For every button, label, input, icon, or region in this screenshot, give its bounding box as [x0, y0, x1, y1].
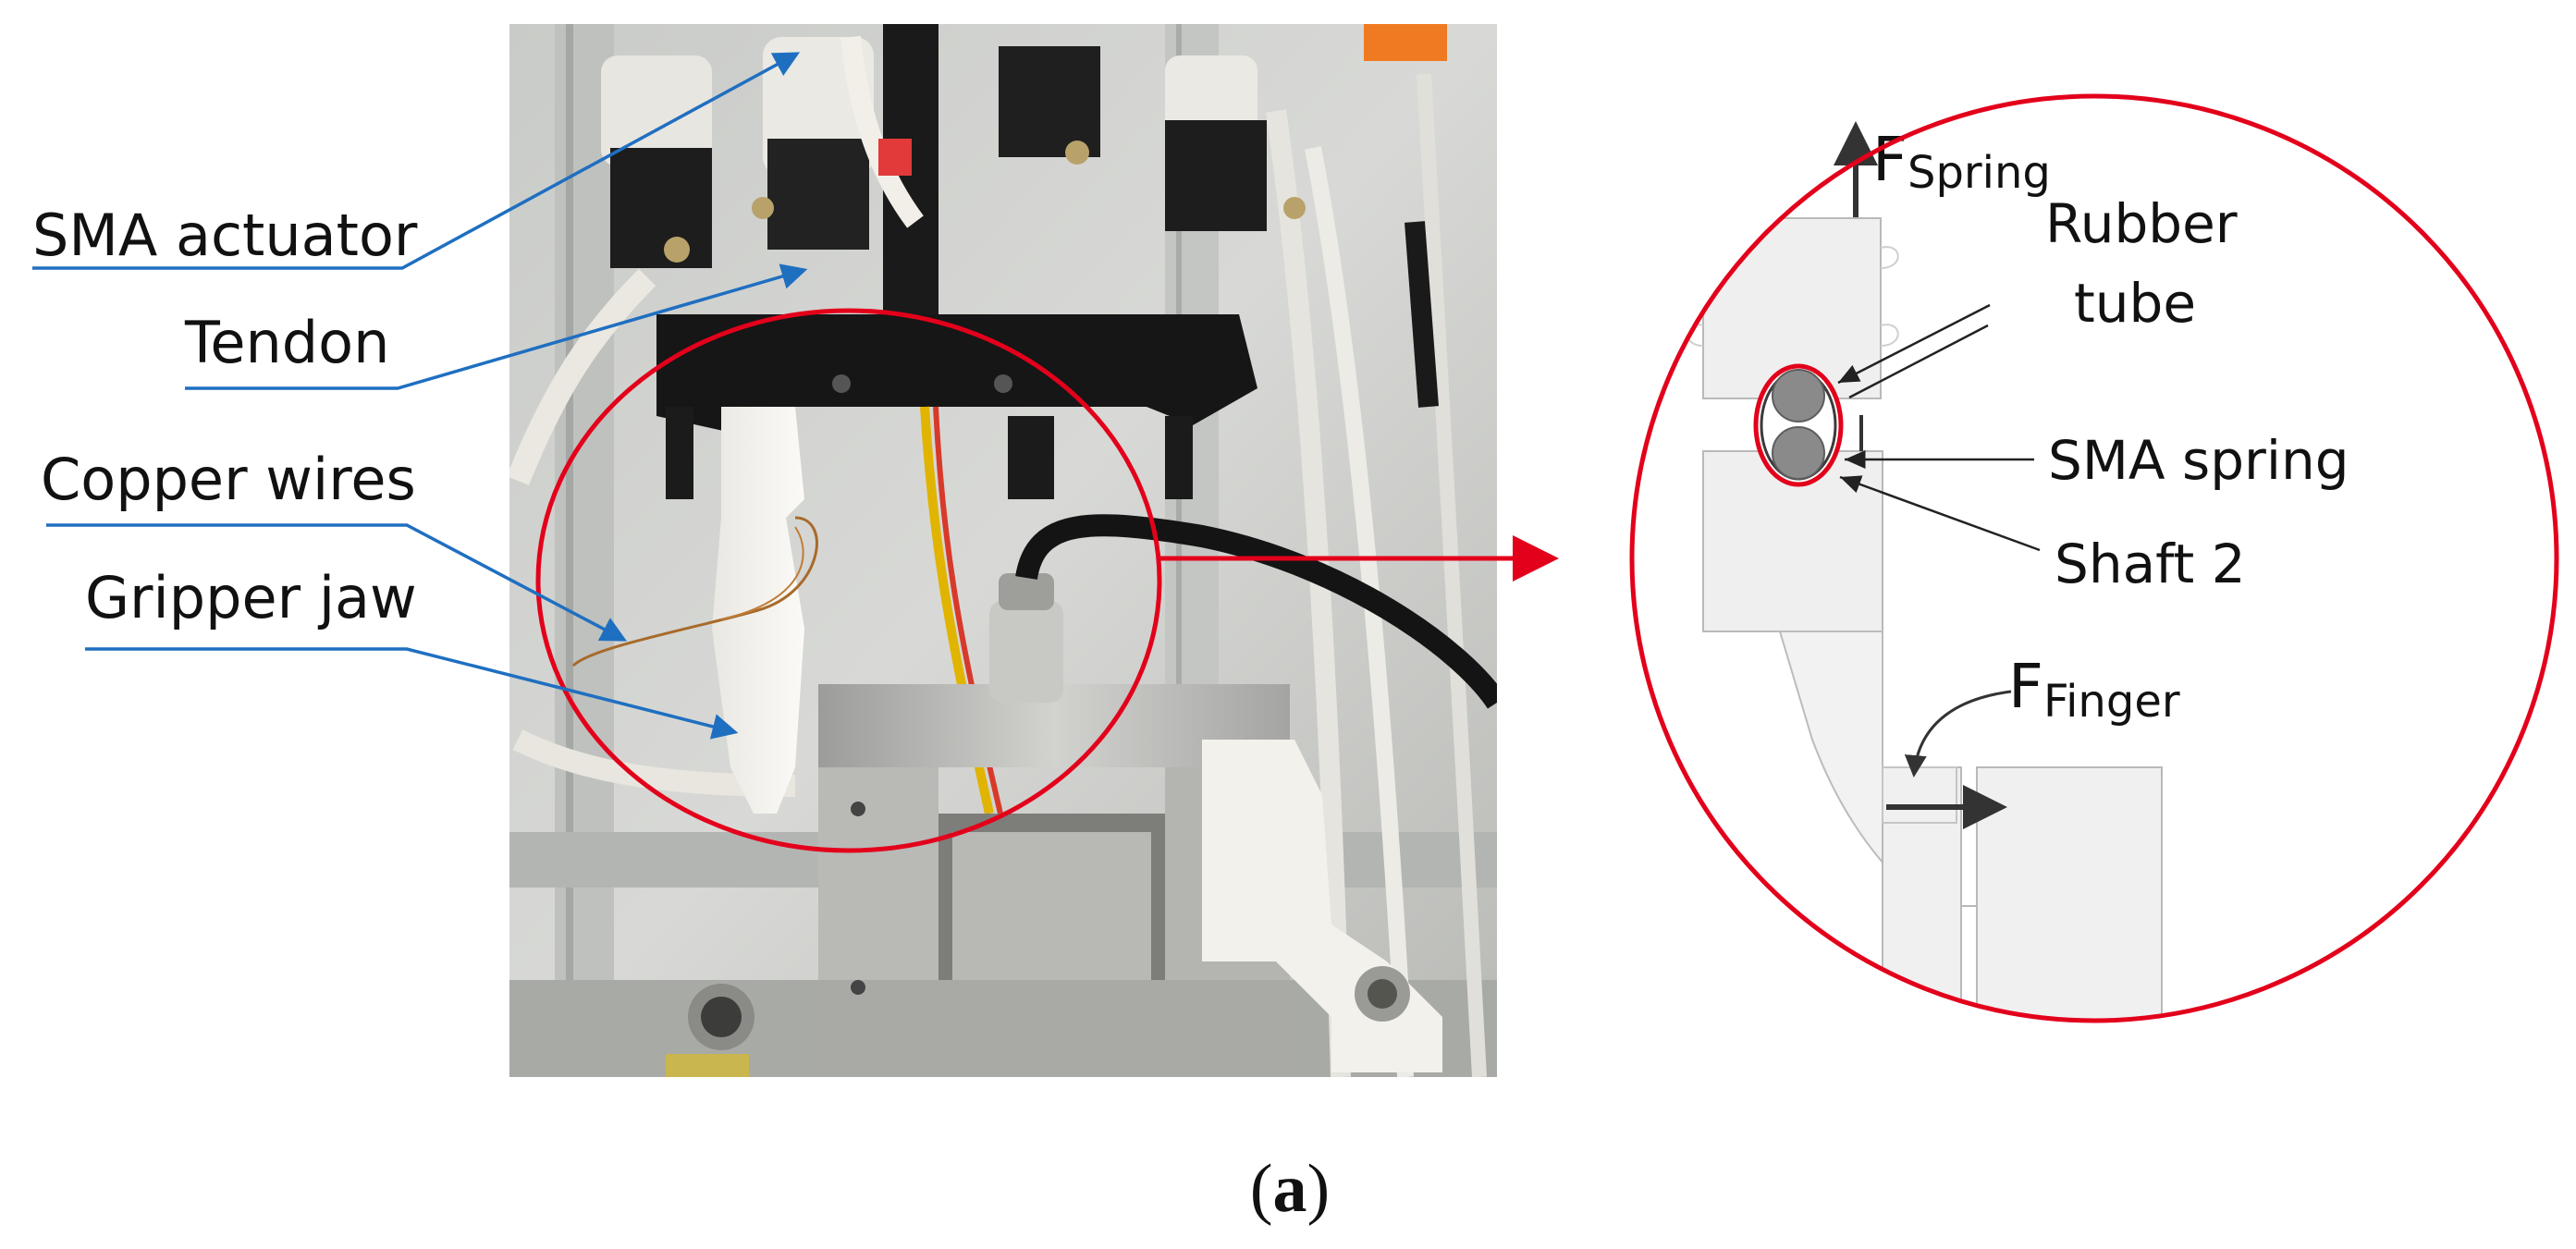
label-rubber-tube-1: Rubber: [2045, 192, 2238, 255]
figure-caption: (a): [1250, 1151, 1330, 1227]
label-tendon: Tendon: [184, 309, 389, 376]
detail-view: FSpring Rubber tube SMA spring Shaft 2 F…: [1629, 93, 2559, 1023]
label-copper-wires: Copper wires: [41, 446, 416, 513]
leader-tendon: [185, 263, 808, 390]
label-f-finger: FFinger: [2008, 651, 2180, 728]
label-f-spring: FSpring: [1872, 124, 2051, 199]
leader-sma-actuator: [32, 52, 801, 270]
label-sma-spring: SMA spring: [2048, 429, 2349, 492]
photo-callouts: SMA actuator Tendon Copper wires Gripper…: [32, 52, 808, 740]
leader-copper-wires: [46, 523, 628, 642]
leader-gripper-jaw: [85, 647, 739, 740]
label-gripper-jaw: Gripper jaw: [85, 564, 417, 631]
label-rubber-tube-2: tube: [2074, 272, 2196, 335]
highlight-circle: [535, 308, 1162, 853]
gripper-photo: [509, 24, 1497, 1077]
force-finger-curve: [1904, 690, 2012, 778]
sma-spring-coil: [1772, 369, 1825, 422]
detail-circle-outline: [1629, 93, 2559, 1023]
shaft-2: [1772, 426, 1825, 480]
finger-pad-right: [1976, 766, 2163, 1021]
label-sma-actuator: SMA actuator: [32, 202, 418, 269]
label-shaft-2: Shaft 2: [2055, 533, 2246, 595]
